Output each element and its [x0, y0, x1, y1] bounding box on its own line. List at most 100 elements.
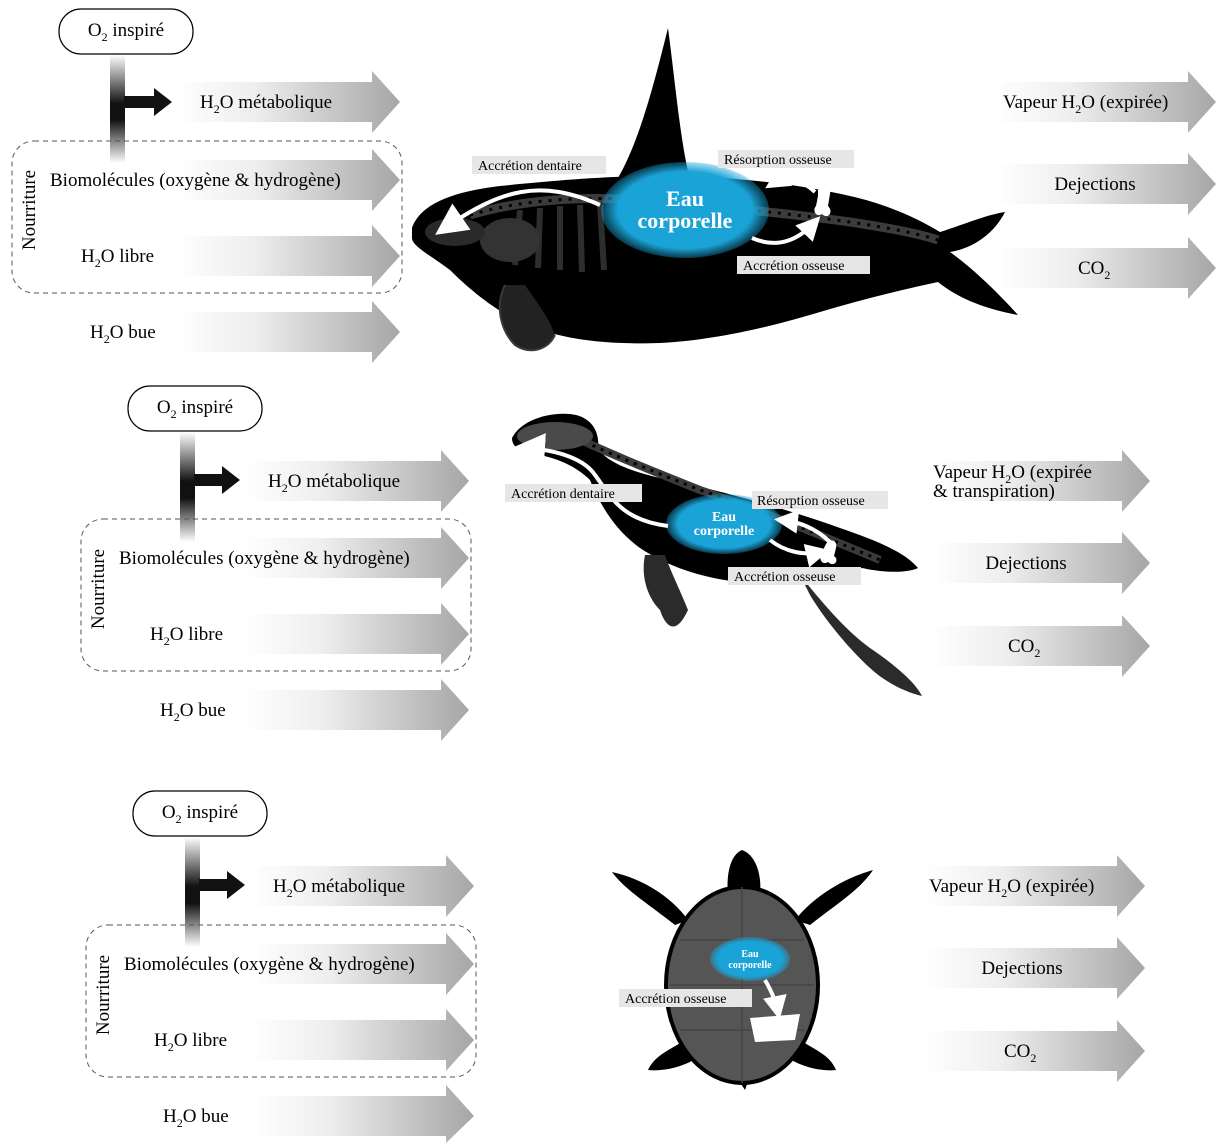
arrow-out-co2 [930, 615, 1150, 677]
panel-orca: O2 inspiré Nourriture H2O métabolique Bi… [11, 8, 1216, 363]
bone-icon [750, 1014, 800, 1042]
o2-stem [185, 837, 200, 947]
label-free-water: H2O libre [81, 246, 154, 270]
arrow-dental-accretion [435, 188, 601, 235]
orca-silhouette [412, 28, 1018, 352]
label-out-dejections: Dejections [985, 553, 1066, 574]
bone-icon [814, 186, 831, 217]
nourriture-label: Nourriture [93, 955, 114, 1035]
label-drunk-water: H2O bue [160, 700, 226, 724]
arrow-bone-accretion [751, 216, 821, 245]
arrow-free-water [250, 1009, 474, 1071]
label-metabolic: H2O métabolique [273, 876, 405, 900]
arrow-out-vapour [925, 855, 1145, 917]
body-water [710, 937, 790, 981]
panel-sea-lion: O2 inspiré Nourriture H2O métabolique Bi… [80, 385, 1150, 741]
label-out-vapour-line2: & transpiration) [933, 481, 1055, 502]
label-out-co2: CO2 [1078, 258, 1110, 282]
tag-bone-bg [737, 256, 870, 274]
arrow-bone-resorption [765, 165, 817, 194]
food-box [85, 924, 477, 1078]
label-metabolic: H2O métabolique [268, 471, 400, 495]
label-out-co2: CO2 [1004, 1041, 1036, 1065]
body-water-line2: corporelle [694, 524, 754, 539]
label-out-dejections: Dejections [1054, 174, 1135, 195]
arrow-free-water [245, 603, 469, 665]
arrow-out-vapour [930, 450, 1150, 512]
arrow-drunk-water [250, 1085, 474, 1143]
tag-dental: Accrétion dentaire [511, 487, 615, 502]
o2-label: O2 inspiré [157, 397, 233, 421]
arrow-bone-resorption [774, 509, 832, 544]
body-water-line1: Eau [666, 186, 704, 211]
tag-dental-bg [505, 484, 642, 502]
label-free-water: H2O libre [150, 624, 223, 648]
arrow-out-dejections [930, 532, 1150, 594]
body-water [601, 162, 769, 258]
o2-label: O2 inspiré [88, 20, 164, 44]
tag-resorption: Résorption osseuse [724, 153, 832, 168]
body-water-line2: corporelle [638, 208, 733, 233]
arrow-out-co2 [925, 1020, 1145, 1082]
o2-stem [180, 432, 195, 542]
arrow-metabolic [176, 71, 400, 133]
label-out-vapour: Vapeur H2O (expirée) [1003, 92, 1168, 116]
arrow-metabolic [250, 855, 474, 917]
body-water-line1: Eau [712, 510, 736, 525]
tag-bone: Accrétion osseuse [743, 259, 844, 274]
food-box [80, 518, 472, 672]
panel-turtle: O2 inspiré Nourriture H2O métabolique Bi… [85, 790, 1145, 1143]
label-biomolecules: Biomolécules (oxygène & hydrogène) [124, 954, 415, 975]
body-water-line2: corporelle [728, 960, 772, 971]
o2-pill [132, 790, 268, 837]
tag-resorption-bg [718, 150, 854, 168]
label-drunk-water: H2O bue [90, 322, 156, 346]
o2-pill [127, 385, 263, 432]
o2-pill [58, 8, 194, 55]
label-biomolecules: Biomolécules (oxygène & hydrogène) [119, 548, 410, 569]
arrow-bone-accretion [768, 538, 830, 568]
tooth-icon [518, 445, 542, 455]
tag-bone-bg [619, 989, 752, 1007]
nourriture-label: Nourriture [19, 170, 40, 250]
label-out-vapour: Vapeur H2O (expirée) [929, 876, 1094, 900]
o2-stem [110, 55, 125, 163]
o2-branch-arrow [199, 871, 245, 899]
nourriture-label: Nourriture [88, 549, 109, 629]
tag-dental-bg [472, 156, 606, 174]
tag-resorption: Résorption osseuse [757, 494, 865, 509]
label-biomolecules: Biomolécules (oxygène & hydrogène) [50, 170, 341, 191]
o2-branch-arrow [124, 88, 172, 116]
arrow-out-dejections [925, 937, 1145, 999]
arrow-drunk-water [176, 301, 400, 363]
tag-bone: Accrétion osseuse [734, 570, 835, 585]
arrow-biomolecules [245, 527, 469, 589]
tag-bone: Accrétion osseuse [625, 992, 726, 1007]
arrow-free-water [176, 225, 400, 287]
arrow-out-vapour [995, 71, 1216, 133]
label-free-water: H2O libre [154, 1030, 227, 1054]
bone-icon [820, 540, 837, 565]
tag-dental: Accrétion dentaire [478, 159, 582, 174]
tag-bone-bg [728, 567, 861, 585]
label-out-co2: CO2 [1008, 636, 1040, 660]
food-box [11, 140, 403, 294]
label-drunk-water: H2O bue [163, 1106, 229, 1130]
o2-branch-arrow [194, 466, 240, 494]
arrow-biomolecules [250, 933, 474, 995]
arrow-out-co2 [995, 237, 1216, 299]
arrow-biomolecules [176, 149, 400, 211]
tag-resorption-bg [752, 491, 888, 509]
o2-label: O2 inspiré [162, 802, 238, 826]
sea-lion-silhouette [512, 413, 922, 696]
arrow-dental-accretion [513, 433, 669, 528]
label-metabolic: H2O métabolique [200, 92, 332, 116]
label-out-vapour: Vapeur H2O (expirée [933, 462, 1092, 486]
body-water-line1: Eau [741, 949, 759, 960]
arrow-drunk-water [245, 679, 469, 741]
arrow-bone-accretion [763, 978, 787, 1020]
arrow-metabolic [245, 450, 469, 512]
arrow-out-dejections [995, 153, 1216, 215]
label-out-dejections: Dejections [981, 958, 1062, 979]
